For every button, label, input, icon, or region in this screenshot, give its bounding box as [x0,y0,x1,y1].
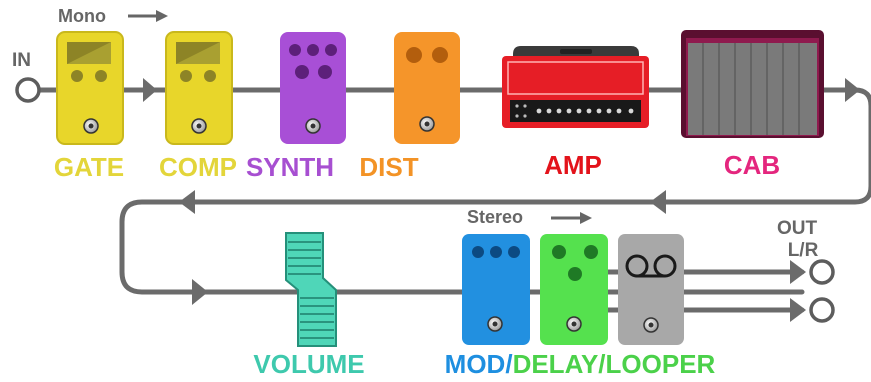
amp-head[interactable] [502,46,649,128]
knob-icon [325,44,337,56]
separator-1: / [505,349,512,379]
comp-pedal[interactable] [166,32,232,144]
knob-icon [95,70,107,82]
gate-label: GATE [54,152,124,182]
knob-icon [295,65,309,79]
arrow-right-icon [192,279,208,305]
in-label: IN [12,50,31,71]
arrow-right-icon [790,260,806,284]
out-label-line1: OUT [777,218,818,239]
separator-2: / [598,349,605,379]
arrow-right-icon [790,298,806,322]
looper-pedal[interactable] [618,234,684,345]
comp-label: COMP [159,152,237,182]
cab-label: CAB [724,150,780,180]
gate-pedal[interactable] [57,32,123,144]
knob-icon [508,246,520,258]
synth-label: SYNTH [246,152,334,182]
arrow-left-icon [650,190,666,214]
delay-pedal[interactable] [540,234,608,345]
output-jack-right-icon [811,299,833,321]
dist-label: DIST [359,152,418,182]
knob-icon [432,47,448,63]
arrow-right-icon [845,78,860,102]
knob-icon [71,70,83,82]
amp-label: AMP [544,150,602,180]
speaker-grille [688,43,817,135]
stereo-arrow-icon [551,212,592,224]
knob-icon [307,44,319,56]
knob-icon [180,70,192,82]
mod-label: MOD [445,349,506,379]
arrow-right-icon [143,78,157,102]
knob-icon [584,245,598,259]
dist-pedal[interactable] [394,32,460,144]
output-jack-left-icon [811,261,833,283]
cab-cabinet[interactable] [681,30,824,138]
out-label-line2: L/R [788,240,819,261]
knob-icon [318,65,332,79]
volume-label: VOLUME [253,349,364,379]
input-jack-icon [17,79,39,101]
knob-icon [289,44,301,56]
arrow-left-icon [179,190,195,214]
mod-pedal[interactable] [462,234,530,345]
knob-icon [204,70,216,82]
knob-icon [568,267,582,281]
knob-icon [490,246,502,258]
synth-pedal[interactable] [280,32,346,144]
looper-label: LOOPER [606,349,716,379]
mod-delay-looper-label: MOD/DELAY/LOOPER [445,349,716,379]
delay-label: DELAY [513,349,599,379]
mono-label: Mono [58,6,106,26]
mono-arrow-icon [128,10,168,22]
knob-icon [552,245,566,259]
knob-icon [472,246,484,258]
stereo-label: Stereo [467,207,523,227]
knob-icon [406,47,422,63]
